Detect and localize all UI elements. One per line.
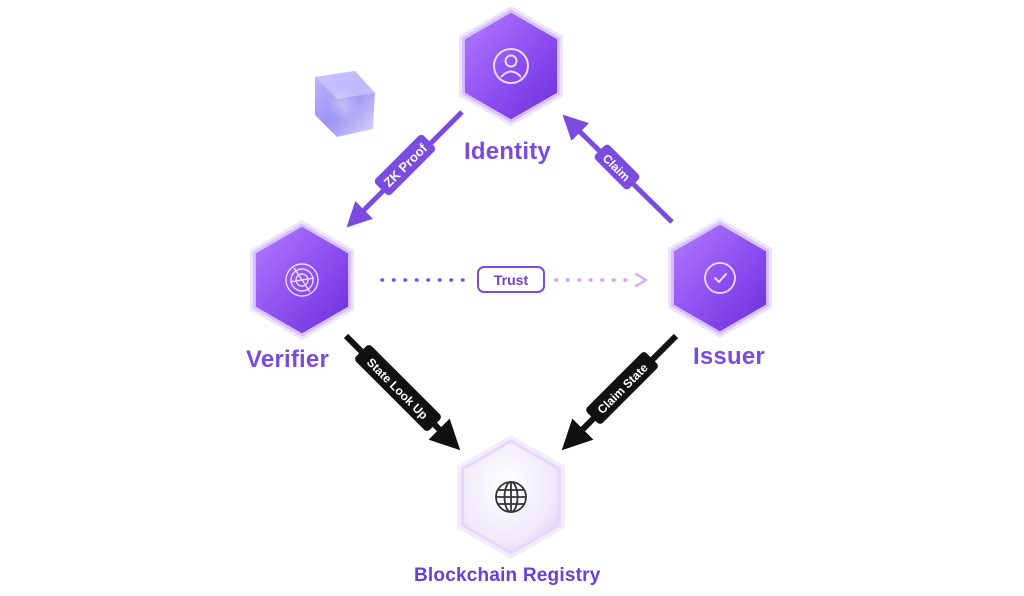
- trust-badge: [477, 266, 545, 293]
- cube-decoration: [315, 71, 375, 137]
- verifier-label: Verifier: [246, 346, 329, 373]
- trust-arrowhead: [634, 272, 648, 288]
- zk-proof-label: ZK Proof: [381, 140, 431, 190]
- edge-trust: Trust: [380, 266, 648, 293]
- state-look-up-label: State Look Up: [364, 355, 431, 422]
- trust-label: Trust: [494, 272, 529, 288]
- node-identity: [459, 6, 563, 126]
- fingerprint-icon: [285, 263, 319, 297]
- identity-label: Identity: [464, 138, 551, 165]
- claim-badge: [594, 144, 640, 190]
- registry-label: Blockchain Registry: [414, 565, 601, 586]
- globe-icon: [495, 481, 527, 513]
- node-registry: [457, 435, 565, 559]
- issuer-hexagon: [670, 221, 770, 335]
- person-icon: [493, 48, 529, 84]
- claim-state-badge: [586, 352, 658, 424]
- edge-claim-state: Claim State: [561, 333, 679, 451]
- zk-proof-badge: [374, 134, 436, 196]
- edge-state-look-up: State Look Up: [343, 333, 461, 451]
- claim-state-label: Claim State: [595, 360, 651, 416]
- node-issuer: [668, 218, 772, 338]
- state-look-up-badge: [355, 345, 441, 431]
- edge-claim: Claim: [562, 114, 674, 224]
- issuer-label: Issuer: [693, 343, 765, 370]
- node-verifier: [250, 220, 354, 340]
- checkmark-icon: [704, 262, 736, 294]
